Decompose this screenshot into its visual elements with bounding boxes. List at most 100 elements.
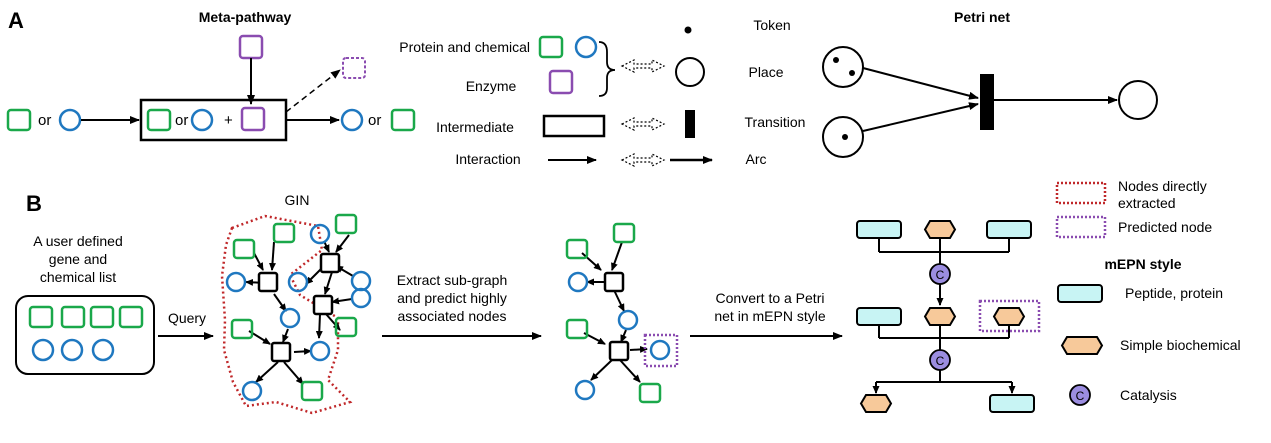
- subgraph-intermediate-node: [603, 271, 625, 293]
- panel-a-label: A: [8, 8, 24, 33]
- subgraph-protein-node: [612, 222, 636, 244]
- legend-direct-box: [1055, 181, 1107, 205]
- predicted-arrow: [285, 69, 341, 113]
- gin-edge: [253, 252, 264, 271]
- mepn-peptide-node: [989, 394, 1035, 413]
- legend-direct-line-2: extracted: [1118, 195, 1176, 211]
- subgraph-predicted-node: [649, 339, 671, 361]
- subgraph-edge: [613, 289, 625, 312]
- subgraph-edge: [590, 359, 613, 381]
- legend-intermediate-label: Intermediate: [436, 119, 514, 135]
- list-chemical-node: [31, 338, 55, 362]
- gin-intermediate-node: [319, 252, 341, 274]
- gin-protein-node: [334, 213, 358, 235]
- meta-pathway-title: Meta-pathway: [199, 9, 292, 25]
- extract-line-1: Extract sub-graph: [397, 272, 508, 288]
- gin-protein-node: [272, 222, 296, 244]
- petri-token: [842, 134, 848, 140]
- subgraph-edge: [581, 252, 602, 271]
- user-list-line-3: chemical list: [40, 269, 116, 285]
- gin-protein-node: [232, 238, 256, 260]
- mepn-predicted-box: [978, 299, 1041, 333]
- gin-edge: [305, 267, 323, 285]
- legend-mepn-title: mEPN style: [1104, 256, 1181, 272]
- or-label-box: or: [175, 112, 188, 129]
- gin-edge: [255, 361, 279, 383]
- list-chemical-node: [60, 338, 84, 362]
- list-protein-node: [28, 305, 54, 329]
- legend-protein-node: [538, 35, 564, 59]
- gin-protein-node: [300, 380, 324, 402]
- gin-extracted-boundary: [220, 214, 353, 415]
- petri-place-output: [1118, 80, 1158, 120]
- gin-edge: [282, 328, 289, 343]
- petri-arc-in-bottom: [862, 102, 979, 132]
- legend-token-label: Token: [753, 17, 790, 33]
- convert-line-1: Convert to a Petri: [716, 290, 825, 306]
- gin-edge: [273, 293, 287, 312]
- user-list: A user defined gene and chemical list: [15, 233, 155, 375]
- legend-direct-line-1: Nodes directly: [1118, 178, 1207, 194]
- gin-chemical-node: [225, 271, 247, 293]
- legend-simple-node: [1060, 336, 1104, 355]
- gin-edge: [331, 297, 353, 305]
- gin-edge: [283, 361, 304, 385]
- gin-edge: [335, 234, 350, 253]
- list-protein-node: [60, 305, 86, 329]
- panel-b-label: B: [26, 191, 42, 216]
- subgraph-protein-node: [638, 382, 662, 404]
- legend-enzyme-node: [548, 69, 574, 95]
- user-list-line-1: A user defined: [33, 233, 123, 249]
- gin-protein-node: [334, 316, 358, 338]
- mepn-peptide-node: [856, 307, 902, 326]
- gin-chemical-node: [350, 287, 372, 309]
- subgraph-protein-node: [565, 318, 589, 340]
- or-label: or: [38, 112, 51, 129]
- gin-edge: [293, 347, 312, 355]
- input-chemical-node: [58, 108, 82, 132]
- predicted-enzyme-node: [342, 57, 366, 79]
- convert-line-2: net in mEPN style: [714, 308, 825, 324]
- input-protein-node: [6, 108, 32, 132]
- subgraph-chemical-node: [574, 379, 596, 401]
- mepn-peptide-node: [856, 220, 902, 239]
- gin-intermediate-node: [312, 294, 334, 316]
- legend-chemical-node: [574, 35, 598, 59]
- user-list-box: [15, 295, 155, 375]
- gin-chemical-node: [287, 271, 309, 293]
- or-label-out: or: [368, 112, 381, 129]
- legend-peptide-node: [1057, 284, 1103, 303]
- petri-net-title: Petri net: [954, 9, 1010, 25]
- legend-protein-chemical-label: Protein and chemical: [399, 39, 530, 55]
- legend-peptide-label: Peptide, protein: [1125, 285, 1223, 301]
- gin-intermediate-node: [270, 341, 292, 363]
- mepn-peptide-node: [986, 220, 1032, 239]
- user-list-line-2: gene and: [49, 251, 107, 267]
- legend-a: Protein and chemical Enzyme Intermediate…: [399, 17, 805, 167]
- subgraph-edge: [629, 345, 648, 353]
- enzyme-node: [238, 34, 264, 60]
- gin-chemical-node: [279, 307, 301, 329]
- gin-network: GIN: [220, 192, 372, 415]
- petri-place-top: [822, 46, 864, 88]
- petri-token: [833, 57, 839, 63]
- box-enzyme-node: [240, 106, 266, 132]
- gin-protein-node: [230, 318, 254, 340]
- mepn-catalysis-node: [929, 263, 951, 285]
- gin-chemical-node: [309, 340, 331, 362]
- mapping-arrow-2: [620, 117, 666, 131]
- output-protein-node: [390, 108, 416, 132]
- subgraph-edge: [611, 241, 623, 271]
- list-protein-node: [89, 305, 115, 329]
- legend-predicted-box: [1055, 215, 1107, 239]
- legend-catalysis-node: [1069, 384, 1091, 406]
- gin-edge: [269, 241, 276, 271]
- mepn-simple-node: [923, 307, 957, 326]
- output-chemical-node: [340, 108, 364, 132]
- list-chemical-node: [91, 338, 115, 362]
- gin-chemical-node: [309, 223, 331, 245]
- subgraph: [565, 222, 679, 404]
- subgraph-edge: [619, 359, 641, 383]
- legend-token: [684, 26, 692, 34]
